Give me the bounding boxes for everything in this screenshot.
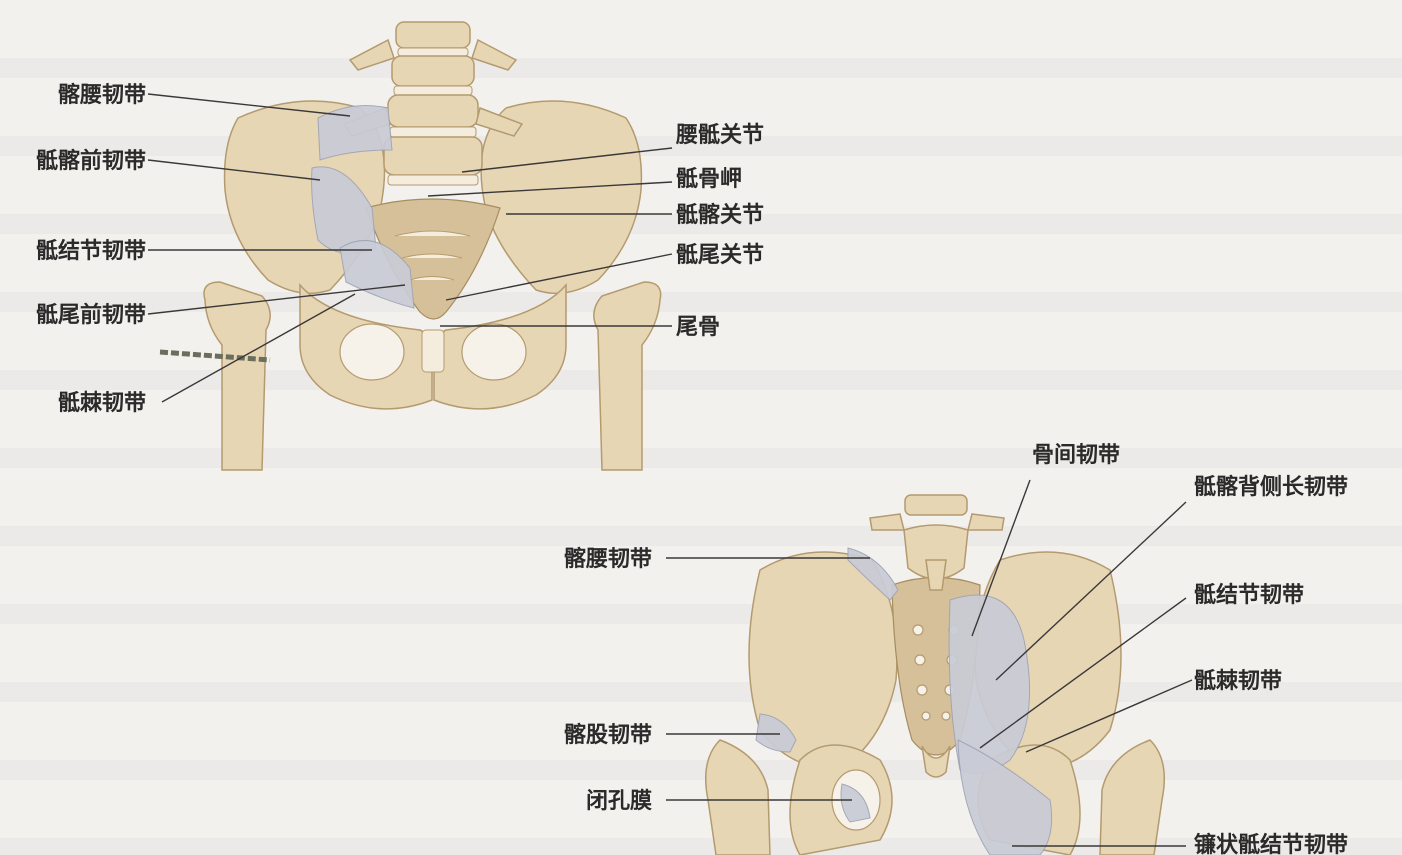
label-sacral-promontory: 骶骨岬 <box>676 166 742 192</box>
label-iliolumbar-ligament: 髂腰韧带 <box>58 82 146 108</box>
label-obturator-membrane: 闭孔膜 <box>586 788 652 814</box>
label-sacroiliac-joint: 骶髂关节 <box>676 202 764 228</box>
label-sacrotuberous-ligament: 骶结节韧带 <box>36 238 146 264</box>
label-anterior-sacrococcygeal-ligament: 骶尾前韧带 <box>36 302 146 328</box>
bottom-leader-lines <box>666 479 1193 847</box>
pelvis-anterior-illustration <box>159 21 662 471</box>
label-sacrococcygeal-joint: 骶尾关节 <box>676 242 764 268</box>
label-anterior-sacroiliac-ligament: 骶髂前韧带 <box>36 148 146 174</box>
label-sacrotuberous-ligament-posterior: 骶结节韧带 <box>1194 582 1304 608</box>
label-long-posterior-sacroiliac-ligament: 骶髂背侧长韧带 <box>1194 474 1348 500</box>
label-coccyx: 尾骨 <box>676 314 720 340</box>
label-interosseous-ligament: 骨间韧带 <box>1032 442 1120 468</box>
label-sacrospinous-ligament-posterior: 骶棘韧带 <box>1194 668 1282 694</box>
label-sacrospinous-ligament: 骶棘韧带 <box>58 390 146 416</box>
label-lumbosacral-joint: 腰骶关节 <box>675 122 764 148</box>
label-falciform-sacrotuberous-ligament: 镰状骶结节韧带 <box>1194 832 1348 855</box>
label-iliofemoral-ligament: 髂股韧带 <box>564 722 652 748</box>
top-leader-lines <box>147 93 673 403</box>
label-iliolumbar-ligament-posterior: 髂腰韧带 <box>564 546 652 572</box>
pelvis-posterior-illustration <box>705 494 1165 855</box>
